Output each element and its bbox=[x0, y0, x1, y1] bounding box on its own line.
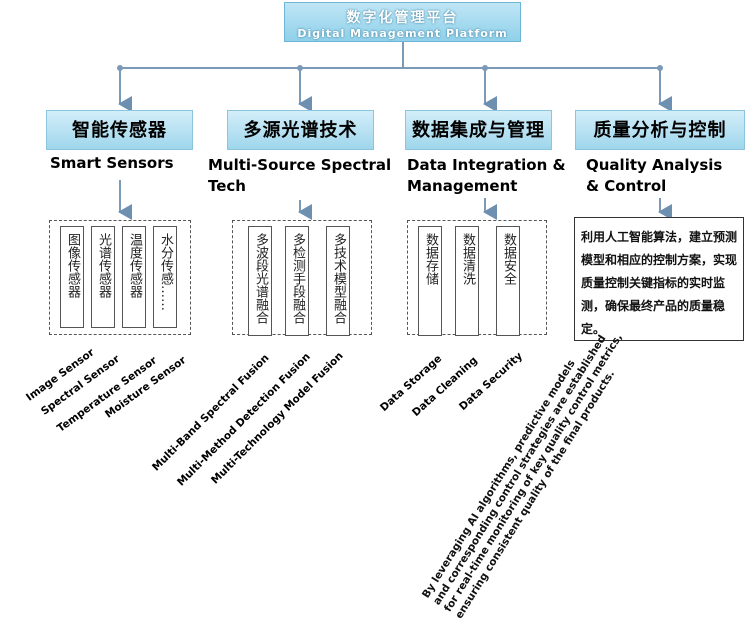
platform-title-box: 数字化管理平台 Digital Management Platform bbox=[284, 2, 521, 42]
category-title-cn: 多源光谱技术 bbox=[243, 120, 358, 141]
category-title-cn: 质量分析与控制 bbox=[593, 120, 727, 141]
category-title-cn: 智能传感器 bbox=[72, 120, 167, 141]
spectral-item: 多检测手段融合 bbox=[285, 226, 309, 336]
sensor-item: 光谱传感器 bbox=[91, 226, 115, 328]
sensor-item: 水分传感…… bbox=[153, 226, 177, 328]
sensor-item: 温度传感器 bbox=[122, 226, 146, 328]
platform-title-en: Digital Management Platform bbox=[297, 27, 508, 40]
sensor-item: 图像传感器 bbox=[60, 226, 84, 328]
quality-description-box: 利用人工智能算法，建立预测模型和相应的控制方案，实现质量控制关键指标的实时监测，… bbox=[574, 217, 744, 341]
data-item: 数据安全 bbox=[496, 226, 520, 336]
spectral-item: 多技术模型融合 bbox=[326, 226, 350, 336]
category-title-en: Multi-Source Spectral Tech bbox=[208, 156, 392, 195]
data-item: 数据存储 bbox=[418, 226, 442, 336]
spectral-item: 多波段光谱融合 bbox=[248, 226, 272, 336]
category-quality-analysis-box: 质量分析与控制 bbox=[575, 110, 745, 150]
category-data-integration-box: 数据集成与管理 bbox=[405, 110, 552, 150]
category-title-en: Smart Sensors bbox=[50, 154, 174, 172]
category-title-en: Data Integration & Management bbox=[407, 156, 566, 195]
sensor-items-group bbox=[49, 220, 191, 335]
category-spectral-tech-box: 多源光谱技术 bbox=[227, 110, 374, 150]
category-smart-sensors-box: 智能传感器 bbox=[46, 110, 193, 150]
category-title-en: Quality Analysis & Control bbox=[586, 156, 723, 195]
platform-title-cn: 数字化管理平台 bbox=[346, 10, 459, 26]
data-item: 数据清洗 bbox=[455, 226, 479, 336]
category-title-cn: 数据集成与管理 bbox=[412, 120, 545, 141]
